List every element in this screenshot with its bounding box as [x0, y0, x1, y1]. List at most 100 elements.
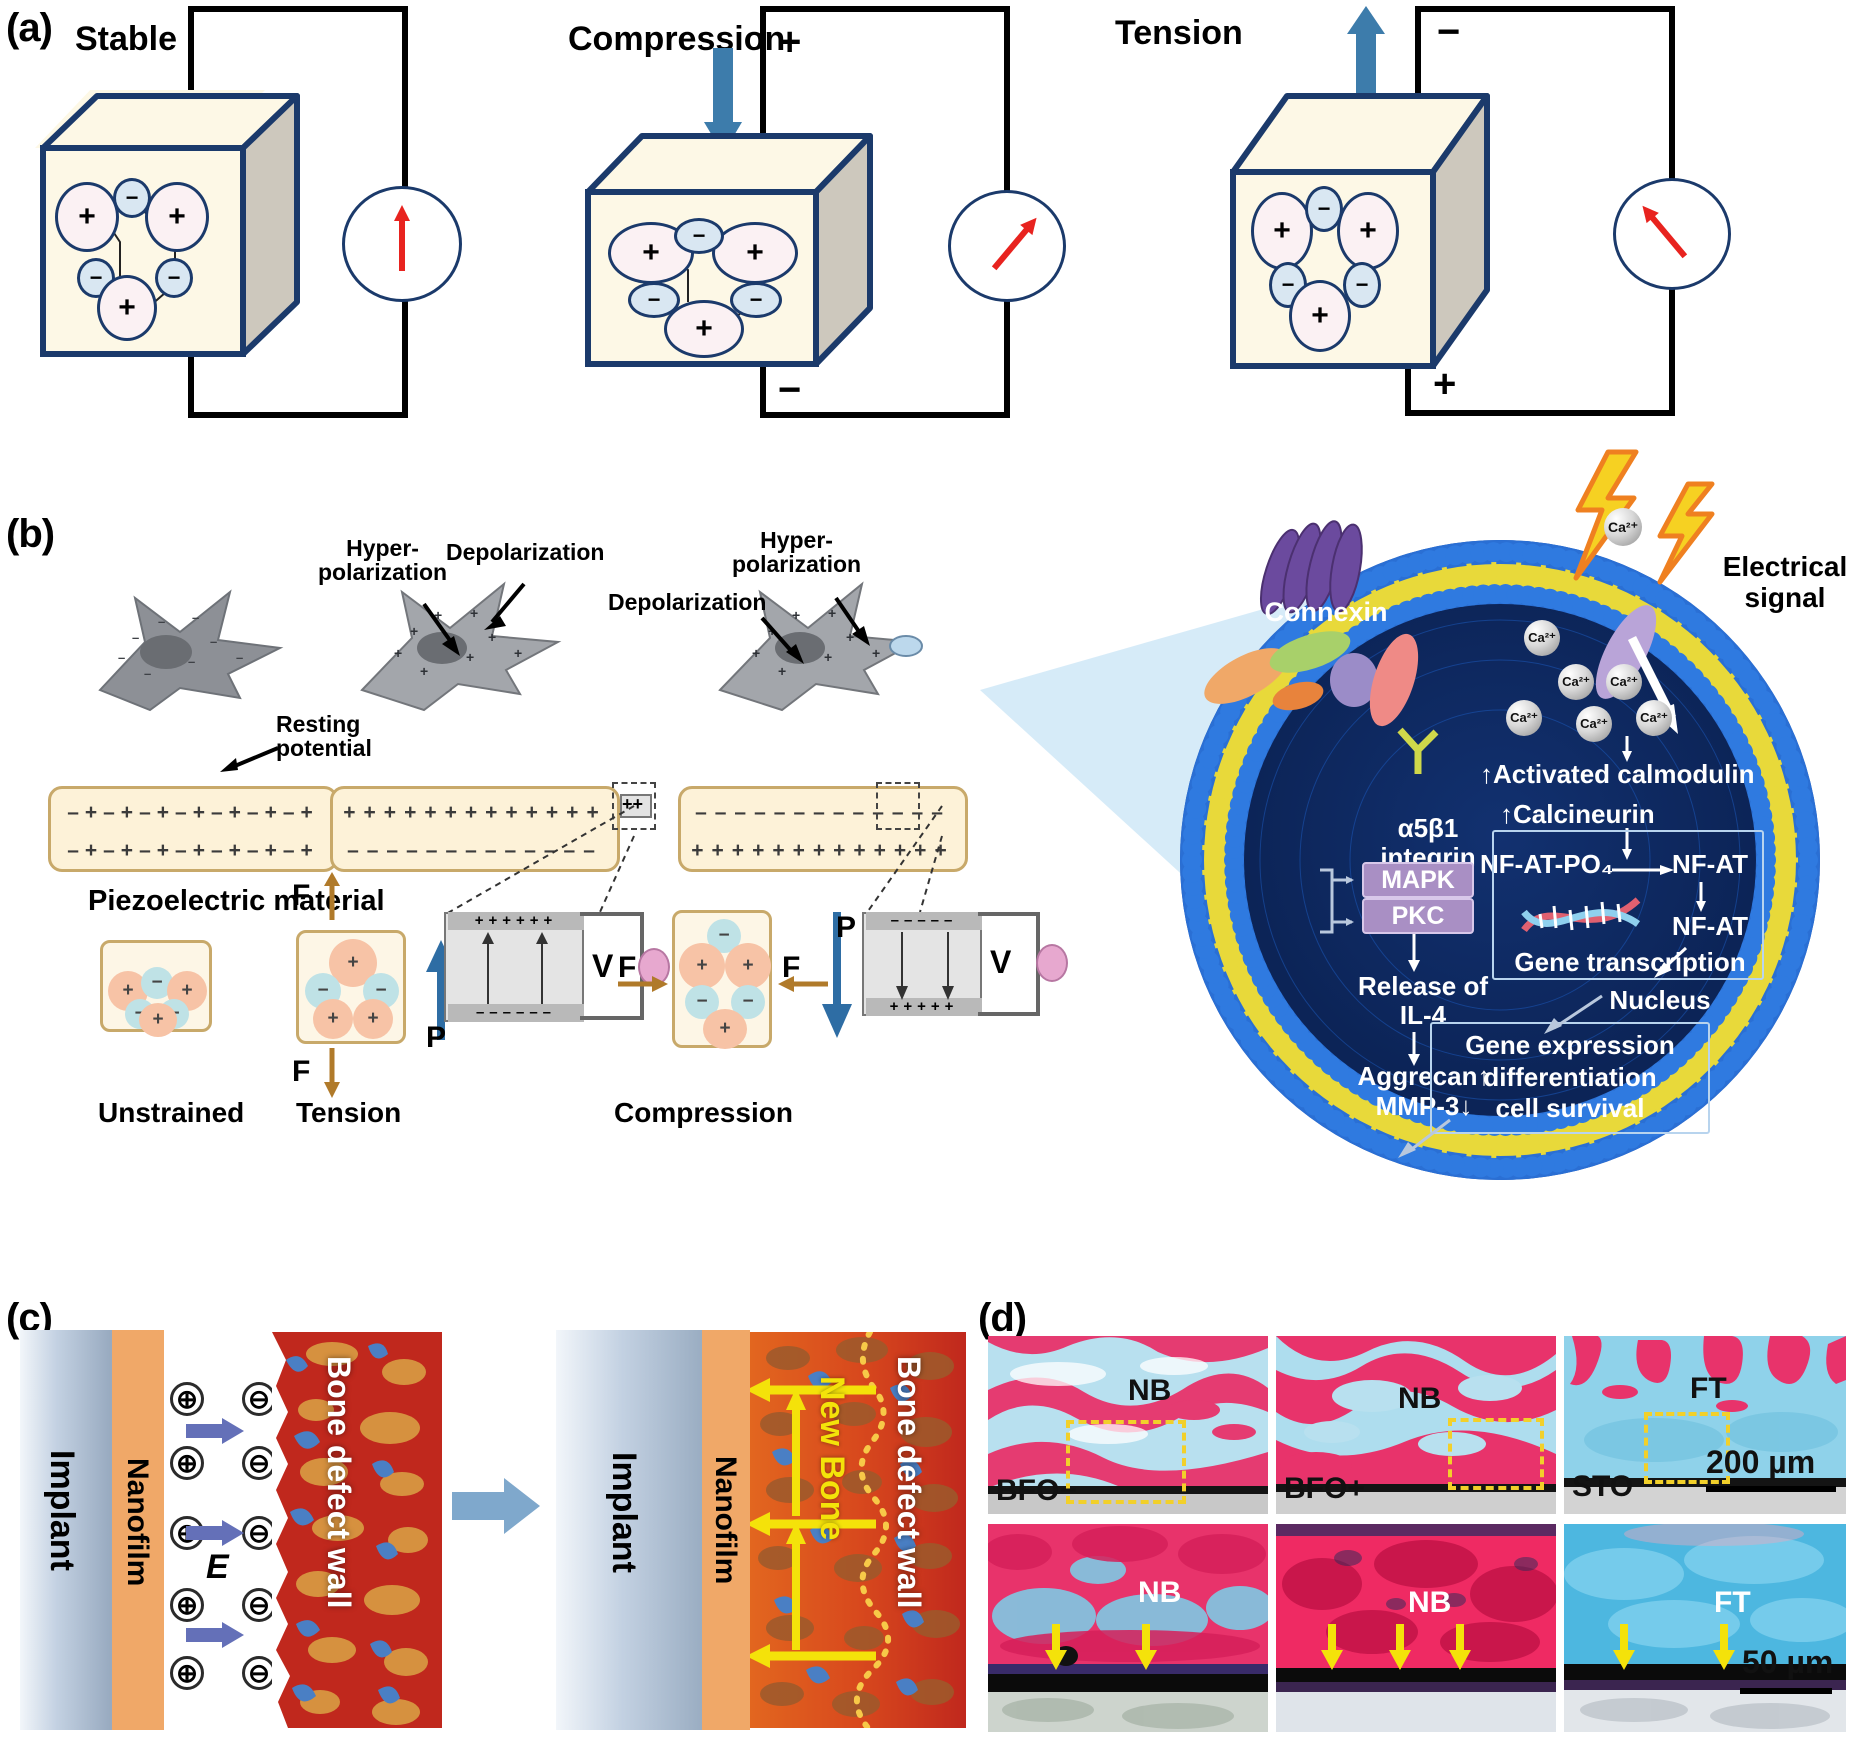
ion-negative: − [155, 258, 193, 298]
panel-a-state-stable: Stable + + − − − + [20, 0, 500, 440]
bone-defect-wall-label: Bone defect wall [891, 1356, 927, 1609]
mmp3-label: MMP-3↓ [1375, 1091, 1473, 1121]
callout-hyperpolarization-1: Hyper- polarization [318, 535, 448, 586]
svg-text:+: + [824, 649, 832, 665]
circuit-wire-bottom [188, 412, 408, 418]
micrograph-sto-top: FT STO 200 µm [1564, 1336, 1846, 1514]
svg-text:–: – [132, 630, 139, 645]
membrane-proteins-icon [1204, 631, 1439, 774]
tissue-label-nb: NB [1138, 1576, 1182, 1609]
substrate-charge-row-top: +++++++++++++ [343, 801, 607, 824]
marker-arrow-icon [1045, 1624, 1067, 1670]
svg-text:+: + [872, 645, 880, 661]
callout-arrow-icon [422, 602, 460, 656]
scale-bar-label-bottom: 50 µm [1742, 1644, 1834, 1680]
piezo-cube-stable: + + − − − + [35, 90, 305, 360]
connexin-icon [1259, 520, 1363, 616]
scale-bar-bottom [1740, 1688, 1832, 1694]
scale-bar-label-top: 200 µm [1706, 1444, 1816, 1480]
substrate-charge-row-bottom: –+–+–+–+–+–+–+ [67, 839, 319, 862]
release-il4-label: Release of IL-4 [1357, 971, 1489, 1030]
force-arrow-left-icon [778, 976, 828, 992]
circuit-wire-right-top [402, 6, 408, 190]
voltmeter-gauge-compression [1036, 944, 1068, 982]
marker-arrow-icon [1613, 1624, 1635, 1670]
force-label-tension-top: F [292, 879, 311, 912]
unit-cell-unstrained: + − + − − + [100, 940, 212, 1037]
state-title-tension: Tension [1115, 14, 1243, 52]
circuit-wire-right-top [1669, 6, 1675, 180]
svg-text:+: + [420, 663, 428, 679]
circuit-wire-left-top [1415, 6, 1421, 114]
charge-negative: ⊖ [242, 1446, 276, 1480]
calcium-ion: Ca²⁺ [1576, 706, 1612, 742]
ion-negative: − [685, 985, 719, 1019]
bone-defect-wall-label: Bone defect wall [321, 1356, 357, 1609]
svg-text:+: + [434, 607, 442, 623]
group-label-bfo-minus: BFO− [996, 1474, 1077, 1507]
cell-membrane [1180, 520, 1820, 1180]
bone-texture-icon [758, 1332, 960, 1728]
bone-defect-wall-after: New Bone [750, 1332, 966, 1728]
pathway-arrow-right-icon [1612, 865, 1674, 875]
ion-negative: − [730, 282, 782, 318]
force-arrow-right-icon [618, 976, 668, 992]
histology-texture-icon [988, 1524, 1268, 1732]
terminal-sign-negative: − [1437, 10, 1461, 54]
micrograph-bfo-minus-bottom: NB [988, 1524, 1268, 1732]
charge-negative: ⊖ [242, 1656, 276, 1690]
force-label-tension-bottom: F [292, 1055, 311, 1088]
cell-unstrained: ––– ––– –– [40, 570, 340, 750]
circuit-wire-left-top [760, 6, 766, 158]
ion-positive: + [664, 300, 744, 358]
nanofilm-label: Nanofilm [709, 1456, 742, 1585]
panel-c-before: Implant Nanofilm ⊕ ⊕ ⊕ ⊕ ⊕ ⊖ ⊖ ⊖ ⊖ ⊖ E [20, 1330, 442, 1730]
zoom-leader-lines [865, 805, 943, 915]
pathway-arrow-icon [1408, 934, 1420, 972]
terminal-sign-negative: − [778, 368, 802, 412]
circuit-wire-bottom [1405, 410, 1675, 416]
histology-texture-icon [1276, 1524, 1556, 1732]
zoom-region-outline [876, 782, 920, 830]
pathway-arrow-icon [1654, 946, 1688, 978]
slab-tension: ++++++ –––––– [444, 912, 584, 1022]
calcium-ion: Ca²⁺ [1636, 700, 1672, 736]
marker-arrow-icon [1449, 1624, 1471, 1670]
cell-shape-icon: +++ +++ ++ [718, 581, 923, 712]
new-bone-arrow-icon [750, 1378, 876, 1402]
slab-top-charges: ––––– [866, 912, 982, 930]
callout-arrow-icon [220, 746, 279, 772]
terminal-sign-positive: + [1433, 362, 1457, 406]
state-label-compression: Compression [614, 1097, 793, 1128]
charge-positive: ⊕ [170, 1382, 204, 1416]
state-title-stable: Stable [75, 20, 178, 58]
charge-positive: ⊕ [170, 1446, 204, 1480]
ion-positive: + [353, 999, 393, 1039]
new-bone-vertical-arrow-icon [786, 1388, 806, 1516]
new-bone-arrow-icon [750, 1512, 876, 1536]
circuit-wire-left-bottom [188, 345, 194, 417]
pathway-arrow-icon [1622, 736, 1632, 762]
cell-tension: +++ +++ ++ [320, 560, 620, 740]
zoom-leader-lines [445, 805, 635, 915]
nfat-label: NF-AT [1672, 849, 1749, 879]
cell-shape-icon: +++ +++ ++ [360, 581, 562, 712]
micrograph-sto-bottom: FT 50 µm [1564, 1524, 1846, 1732]
roi-box [1448, 1418, 1544, 1490]
gene-transcription-label: Gene transcription [1514, 947, 1746, 977]
dna-helix-icon [1521, 897, 1641, 933]
unit-cell-compression: − + + − − + [672, 910, 772, 1049]
roi-box [1066, 1420, 1186, 1504]
nanofilm-label: Nanofilm [121, 1458, 154, 1587]
svg-text:–: – [118, 650, 125, 665]
substrate-charge-row-top: ––––––––––––– [695, 801, 951, 824]
scale-bar-top [1706, 1486, 1836, 1492]
force-arrow-down-icon [324, 1048, 340, 1098]
implant-label: Implant [605, 1452, 643, 1573]
marker-arrow-icon [1713, 1624, 1735, 1670]
ion-positive: + [313, 999, 353, 1039]
ion-positive: + [1289, 280, 1351, 352]
calcium-ion: Ca²⁺ [1558, 664, 1594, 700]
voltmeter-label-tension: V [592, 948, 614, 984]
nanofilm-layer [112, 1330, 164, 1730]
